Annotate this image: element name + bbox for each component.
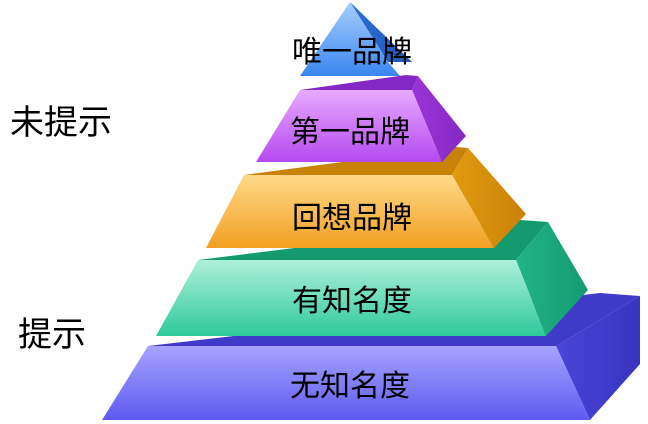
tier-4-label: 无知名度 bbox=[290, 369, 410, 404]
tier-1-top bbox=[300, 75, 418, 90]
tier-2-side bbox=[452, 148, 526, 248]
tier-0-label: 唯一品牌 bbox=[292, 35, 412, 70]
tier-1-front bbox=[256, 90, 442, 162]
tier-1-label: 第一品牌 bbox=[290, 115, 410, 150]
tier-0-front bbox=[300, 2, 400, 76]
tier-2-front bbox=[206, 175, 494, 248]
unprompted-label: 未提示 bbox=[10, 103, 112, 143]
tier-3-side bbox=[516, 222, 588, 336]
tier-4-front bbox=[102, 346, 590, 420]
tier-2-label: 回想品牌 bbox=[292, 201, 412, 236]
tier-0-side bbox=[350, 2, 412, 62]
tier-4-side bbox=[556, 296, 640, 420]
tier-3-label: 有知名度 bbox=[292, 284, 412, 319]
tier-1: 第一品牌 bbox=[256, 75, 466, 162]
tier-0: 唯一品牌 bbox=[292, 2, 412, 76]
tier-1-side bbox=[412, 76, 466, 162]
tier-3-front bbox=[156, 260, 546, 336]
prompted-label: 提示 bbox=[18, 315, 86, 355]
tier-2: 回想品牌 bbox=[206, 147, 526, 248]
tier-3: 有知名度 bbox=[156, 220, 588, 336]
